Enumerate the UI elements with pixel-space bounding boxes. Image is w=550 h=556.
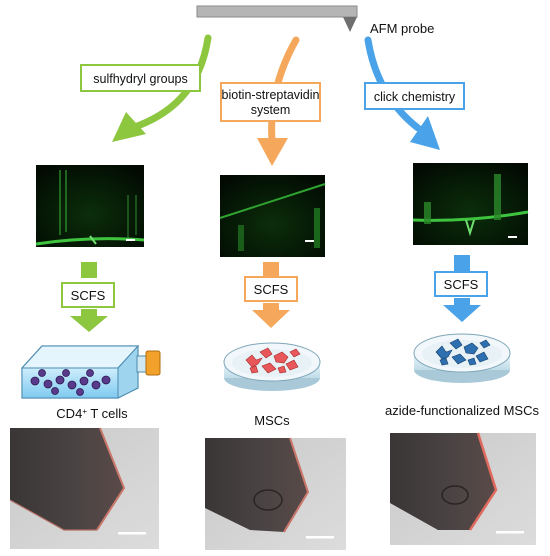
- scfs-arrow-blue: SCFS: [434, 255, 488, 322]
- method-box-biotin: biotin-streptavidin system: [220, 82, 321, 122]
- arrow-green-curve: [112, 34, 212, 142]
- micrograph-probe-1: [9, 427, 159, 549]
- method-box-sulfhydryl: sulfhydryl groups: [80, 64, 201, 92]
- cell-label-cd4: CD4+ T cells: [56, 406, 128, 421]
- method-box-click: click chemistry: [364, 82, 465, 110]
- micrograph-probe-2: [205, 437, 346, 550]
- petri-dish-azide-msc-icon: [413, 333, 511, 383]
- cell-label-azide-msc: azide-functionalized MSCs: [385, 403, 539, 418]
- culture-flask-icon: [20, 344, 161, 399]
- method-label-biotin-line2: system: [251, 103, 291, 117]
- fluorescence-image-3: [412, 163, 529, 245]
- micrograph-probe-3: [390, 432, 536, 545]
- afm-probe: [196, 5, 358, 32]
- cell-label-msc: MSCs: [254, 413, 290, 428]
- scfs-arrow-orange: SCFS: [244, 262, 298, 328]
- method-label-click: click chemistry: [374, 90, 456, 104]
- afm-probe-label: AFM probe: [370, 21, 434, 36]
- method-label-biotin-line1: biotin-streptavidin: [222, 88, 320, 102]
- petri-dish-msc-icon: [223, 342, 321, 391]
- afm-cantilever: [196, 5, 358, 18]
- scfs-arrow-green: SCFS: [61, 262, 115, 332]
- scfs-label-2: SCFS: [254, 282, 289, 297]
- afm-tip: [343, 17, 357, 32]
- scfs-label-3: SCFS: [444, 277, 479, 292]
- fluorescence-image-1: [35, 165, 145, 247]
- fluorescence-image-2: [219, 175, 326, 257]
- scfs-label-1: SCFS: [71, 288, 106, 303]
- method-label-sulfhydryl: sulfhydryl groups: [93, 72, 188, 86]
